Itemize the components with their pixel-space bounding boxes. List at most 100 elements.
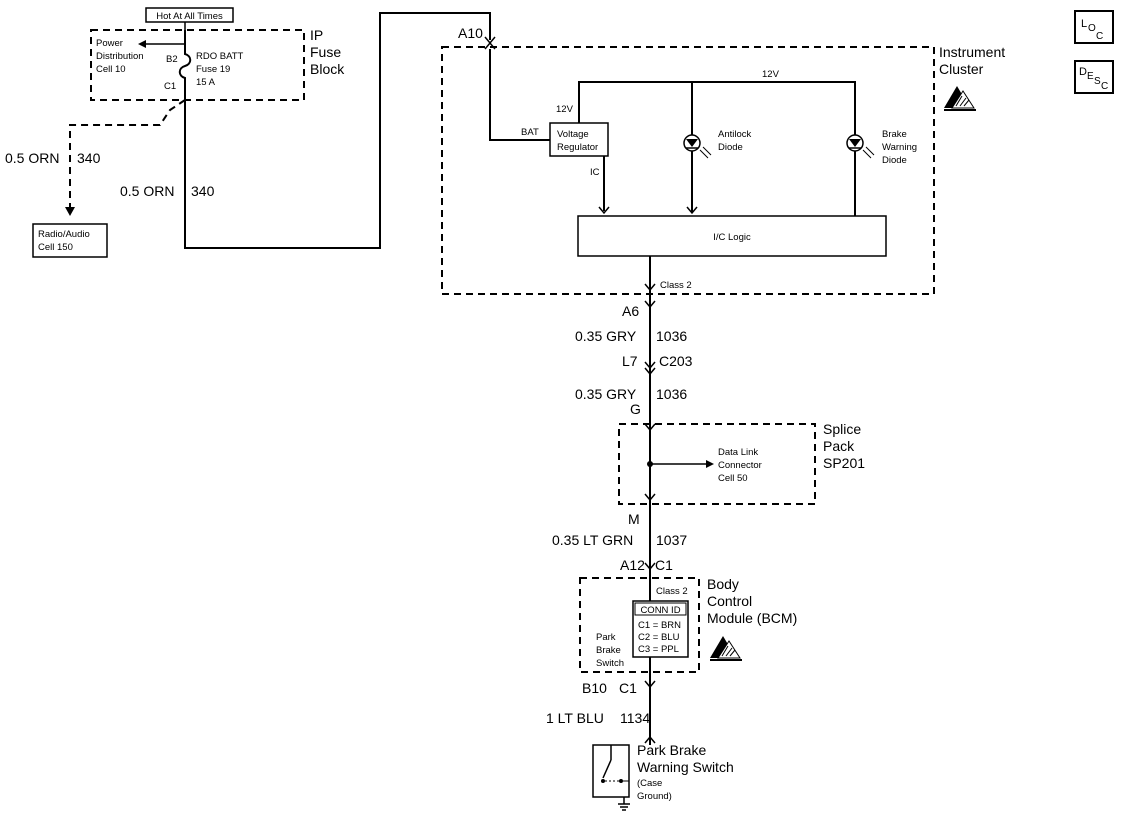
hot-at-all-times-label-box — [145, 7, 234, 23]
bcm-outline — [579, 577, 700, 673]
bcm-class2-label: Class 2 — [656, 586, 688, 597]
connector-b10-c1: C1 — [619, 680, 637, 696]
connector-c203-symbol — [644, 361, 656, 370]
switch-title-line2: Warning Switch — [637, 759, 734, 775]
12v-bus — [578, 81, 856, 216]
park-brake-switch-line2: Brake — [596, 645, 621, 656]
description-icon[interactable]: D E S C — [1074, 60, 1114, 94]
wire-1036-a-size: 0.35 GRY — [575, 328, 637, 344]
splice-title-line2: Pack — [823, 438, 855, 454]
cluster-title-line1: Instrument — [939, 44, 1005, 60]
ic-logic-box — [577, 215, 887, 257]
desc-icon-letter-d: D — [1079, 66, 1087, 78]
wire-1036-b-circuit: 1036 — [656, 386, 687, 402]
switch-contact-icon — [601, 745, 629, 783]
ground-icon — [618, 797, 630, 811]
brake-diode-line1: Brake — [882, 129, 907, 140]
desc-icon-letter-e: E — [1087, 71, 1094, 82]
bcm-title-line3: Module (BCM) — [707, 610, 797, 626]
brake-diode-line3: Diode — [882, 155, 907, 166]
pin-c1: C1 — [164, 81, 176, 92]
fuse-block-title-line2: Fuse — [310, 44, 341, 60]
connector-a6-symbol — [644, 300, 656, 309]
splice-pack-outline — [618, 423, 816, 505]
wire-340-radio-branch — [69, 99, 186, 208]
connector-a12: A12 — [620, 557, 645, 573]
12v-top-label: 12V — [762, 69, 780, 80]
radio-arrow — [65, 207, 75, 216]
voltage-regulator-line1: Voltage — [557, 129, 589, 140]
desc-icon-letter-c: C — [1101, 81, 1108, 92]
conn-id-row-c2: C2 = BLU — [638, 632, 680, 643]
bcm-esd-icon — [709, 635, 743, 661]
wire-340-main-size: 0.5 ORN — [120, 183, 174, 199]
connector-l7: L7 — [622, 353, 638, 369]
wire-340-left-size: 0.5 ORN — [5, 150, 59, 166]
wire-1037-size: 0.35 LT GRN — [552, 532, 633, 548]
park-brake-switch-line1: Park — [596, 632, 616, 643]
ic-logic-label: I/C Logic — [713, 232, 751, 243]
connector-b10-symbol — [644, 680, 656, 689]
wire-1134-circuit: 1134 — [620, 710, 650, 726]
dlc-arrow — [706, 460, 714, 468]
connector-a12-c1: C1 — [655, 557, 673, 573]
switch-title-line1: Park Brake — [637, 742, 706, 758]
wire-1036-b-size: 0.35 GRY — [575, 386, 637, 402]
conn-id-row-c1: C1 = BRN — [638, 620, 681, 631]
desc-icon-letter-s: S — [1094, 76, 1101, 87]
case-ground-line2: Ground) — [637, 791, 672, 802]
dlc-label-line2: Connector — [718, 460, 762, 471]
power-distribution-line1: Power — [96, 38, 123, 49]
brake-warning-diode-icon — [846, 134, 875, 159]
dlc-label-line1: Data Link — [718, 447, 758, 458]
location-icon[interactable]: L O C — [1074, 10, 1114, 44]
dlc-label-line3: Cell 50 — [718, 473, 748, 484]
class2-cluster-arrow — [644, 283, 656, 292]
brake-diode-line2: Warning — [882, 142, 917, 153]
conn-id-row-c3: C3 = PPL — [638, 644, 679, 655]
wire-1036-a-circuit: 1036 — [656, 328, 687, 344]
loc-icon-letter-l: L — [1081, 18, 1087, 30]
loc-icon-letter-o: O — [1088, 23, 1096, 34]
bat-label: BAT — [521, 127, 539, 138]
connector-g: G — [630, 401, 641, 417]
pin-b2: B2 — [166, 54, 178, 65]
fuse-block-title-line1: IP — [310, 27, 323, 43]
connector-m: M — [628, 511, 640, 527]
connector-a10: A10 — [458, 25, 483, 41]
wire-340-main — [184, 12, 491, 249]
fuse-19-symbol — [178, 44, 192, 86]
power-distribution-line2: Distribution — [96, 51, 144, 62]
instrument-cluster-outline — [441, 46, 935, 295]
splice-title-line3: SP201 — [823, 455, 865, 471]
wire-1037-circuit: 1037 — [656, 532, 687, 548]
connector-c203: C203 — [659, 353, 693, 369]
case-ground-line1: (Case — [637, 778, 662, 789]
fuse-block-title-line3: Block — [310, 61, 345, 77]
wire-340-left-circuit: 340 — [77, 150, 101, 166]
connector-a12-symbol — [644, 562, 656, 571]
power-distribution-line3: Cell 10 — [96, 64, 126, 75]
loc-icon-letter-c: C — [1096, 31, 1103, 42]
antilock-label-line2: Diode — [718, 142, 743, 153]
fuse-rating: 15 A — [196, 77, 216, 88]
ic-label: IC — [590, 167, 600, 178]
antilock-diode-icon — [683, 134, 712, 159]
connector-a6: A6 — [622, 303, 639, 319]
cluster-title-line2: Cluster — [939, 61, 984, 77]
fuse-name: RDO BATT — [196, 51, 244, 62]
wire-340-main-circuit: 340 — [191, 183, 215, 199]
12v-left-label: 12V — [556, 104, 574, 115]
splice-title-line1: Splice — [823, 421, 861, 437]
hot-at-all-times-label: Hot At All Times — [156, 11, 223, 22]
switch-connector-symbol — [644, 735, 656, 744]
bat-wire — [489, 49, 550, 141]
radio-label-line1: Radio/Audio — [38, 229, 90, 240]
park-brake-switch-line3: Switch — [596, 658, 624, 669]
bcm-title-line1: Body — [707, 576, 739, 592]
radio-label-line2: Cell 150 — [38, 242, 73, 253]
fuse-number: Fuse 19 — [196, 64, 230, 75]
esd-sensitive-icon — [943, 85, 977, 111]
fuse-block-outline — [90, 29, 305, 101]
radio-audio-box: Radio/Audio Cell 150 — [32, 223, 108, 258]
